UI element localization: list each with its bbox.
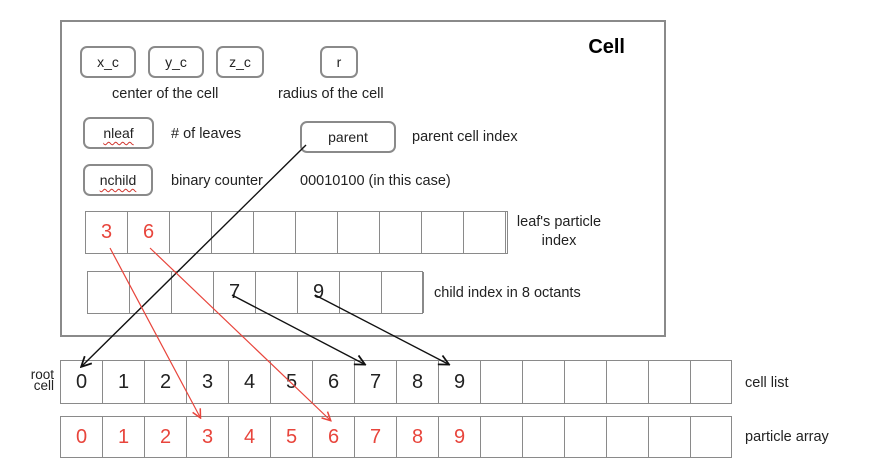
child-row-box-2 — [172, 272, 214, 313]
child-row-box-3: 7 — [214, 272, 256, 313]
root-label-line1: root — [30, 367, 54, 382]
child-row-box-5: 9 — [298, 272, 340, 313]
cell-list-row-box-13 — [607, 361, 649, 403]
parent-label: parent cell index — [412, 129, 518, 145]
field-nleaf: nleaf — [83, 117, 154, 149]
cell-list-row-box-3: 3 — [187, 361, 229, 403]
particle-row-box-3: 3 — [187, 417, 229, 457]
leaf-particle-label: leaf's particle index — [515, 214, 603, 249]
particle-row-box-13 — [607, 417, 649, 457]
cell-list-row-box-9: 9 — [439, 361, 481, 403]
cell-list-row-box-5: 5 — [271, 361, 313, 403]
child-row-box-4 — [256, 272, 298, 313]
cell-list-row-box-11 — [523, 361, 565, 403]
cell-list-row-box-8: 8 — [397, 361, 439, 403]
child-row-box-7 — [382, 272, 424, 313]
cell-list-row-box-6: 6 — [313, 361, 355, 403]
field-parent: parent — [300, 121, 396, 153]
particle-array-label: particle array — [745, 429, 829, 445]
particle-row-box-7: 7 — [355, 417, 397, 457]
particle-row-box-0: 0 — [61, 417, 103, 457]
child-index-label: child index in 8 octants — [434, 285, 581, 301]
particle-row-box-15 — [691, 417, 733, 457]
cell-list-row-box-1: 1 — [103, 361, 145, 403]
field-nleaf-text: nleaf — [103, 125, 134, 141]
leaf-row-box-10 — [506, 212, 509, 253]
leaves-label: # of leaves — [171, 126, 242, 142]
field-y-c: y_c — [148, 46, 204, 78]
leaf-particle-label-line1: leaf's particle — [516, 214, 602, 230]
particle-row-box-9: 9 — [439, 417, 481, 457]
cell-list-row-box-12 — [565, 361, 607, 403]
field-z-c: z_c — [216, 46, 264, 78]
cell-list-row-box-4: 4 — [229, 361, 271, 403]
leaf-row-box-6 — [338, 212, 380, 253]
binary-label: binary counter — [171, 173, 263, 189]
particle-row-box-8: 8 — [397, 417, 439, 457]
root-label-line2: cell — [33, 378, 54, 393]
field-x-c: x_c — [80, 46, 136, 78]
child-row-box-6 — [340, 272, 382, 313]
field-r: r — [320, 46, 358, 78]
particle-row-box-1: 1 — [103, 417, 145, 457]
cell-list-row-box-14 — [649, 361, 691, 403]
root-cell-label: root cell — [22, 367, 54, 393]
cell-title: Cell — [588, 36, 625, 58]
cell-list-label: cell list — [745, 375, 789, 391]
particle-row-box-5: 5 — [271, 417, 313, 457]
radius-label: radius of the cell — [278, 86, 384, 102]
cell-list-row-box-7: 7 — [355, 361, 397, 403]
field-nchild-text: nchild — [99, 172, 137, 188]
child-row-box-0 — [88, 272, 130, 313]
particle-row-box-11 — [523, 417, 565, 457]
child-row-box-1 — [130, 272, 172, 313]
particle-row-box-12 — [565, 417, 607, 457]
leaf-row-box-3 — [212, 212, 254, 253]
particle-row-box-10 — [481, 417, 523, 457]
cell-list-row-box-15 — [691, 361, 733, 403]
leaf-row-box-2 — [170, 212, 212, 253]
particle-row-box-2: 2 — [145, 417, 187, 457]
particle-row-box-4: 4 — [229, 417, 271, 457]
leaf-row-box-9 — [464, 212, 506, 253]
leaf-particle-label-line2: index — [541, 233, 577, 249]
leaf-row-box-4 — [254, 212, 296, 253]
leaf-row-box-5 — [296, 212, 338, 253]
cell-list-row-box-0: 0 — [61, 361, 103, 403]
cell-list-row-box-10 — [481, 361, 523, 403]
binary-value: 00010100 (in this case) — [300, 173, 451, 189]
center-label: center of the cell — [112, 86, 219, 102]
leaf-row-box-0: 3 — [86, 212, 128, 253]
leaf-row-box-7 — [380, 212, 422, 253]
leaf-row-box-8 — [422, 212, 464, 253]
particle-row-box-14 — [649, 417, 691, 457]
cell-list-row-box-2: 2 — [145, 361, 187, 403]
particle-row-box-6: 6 — [313, 417, 355, 457]
field-nchild: nchild — [83, 164, 153, 196]
leaf-row-box-1: 6 — [128, 212, 170, 253]
